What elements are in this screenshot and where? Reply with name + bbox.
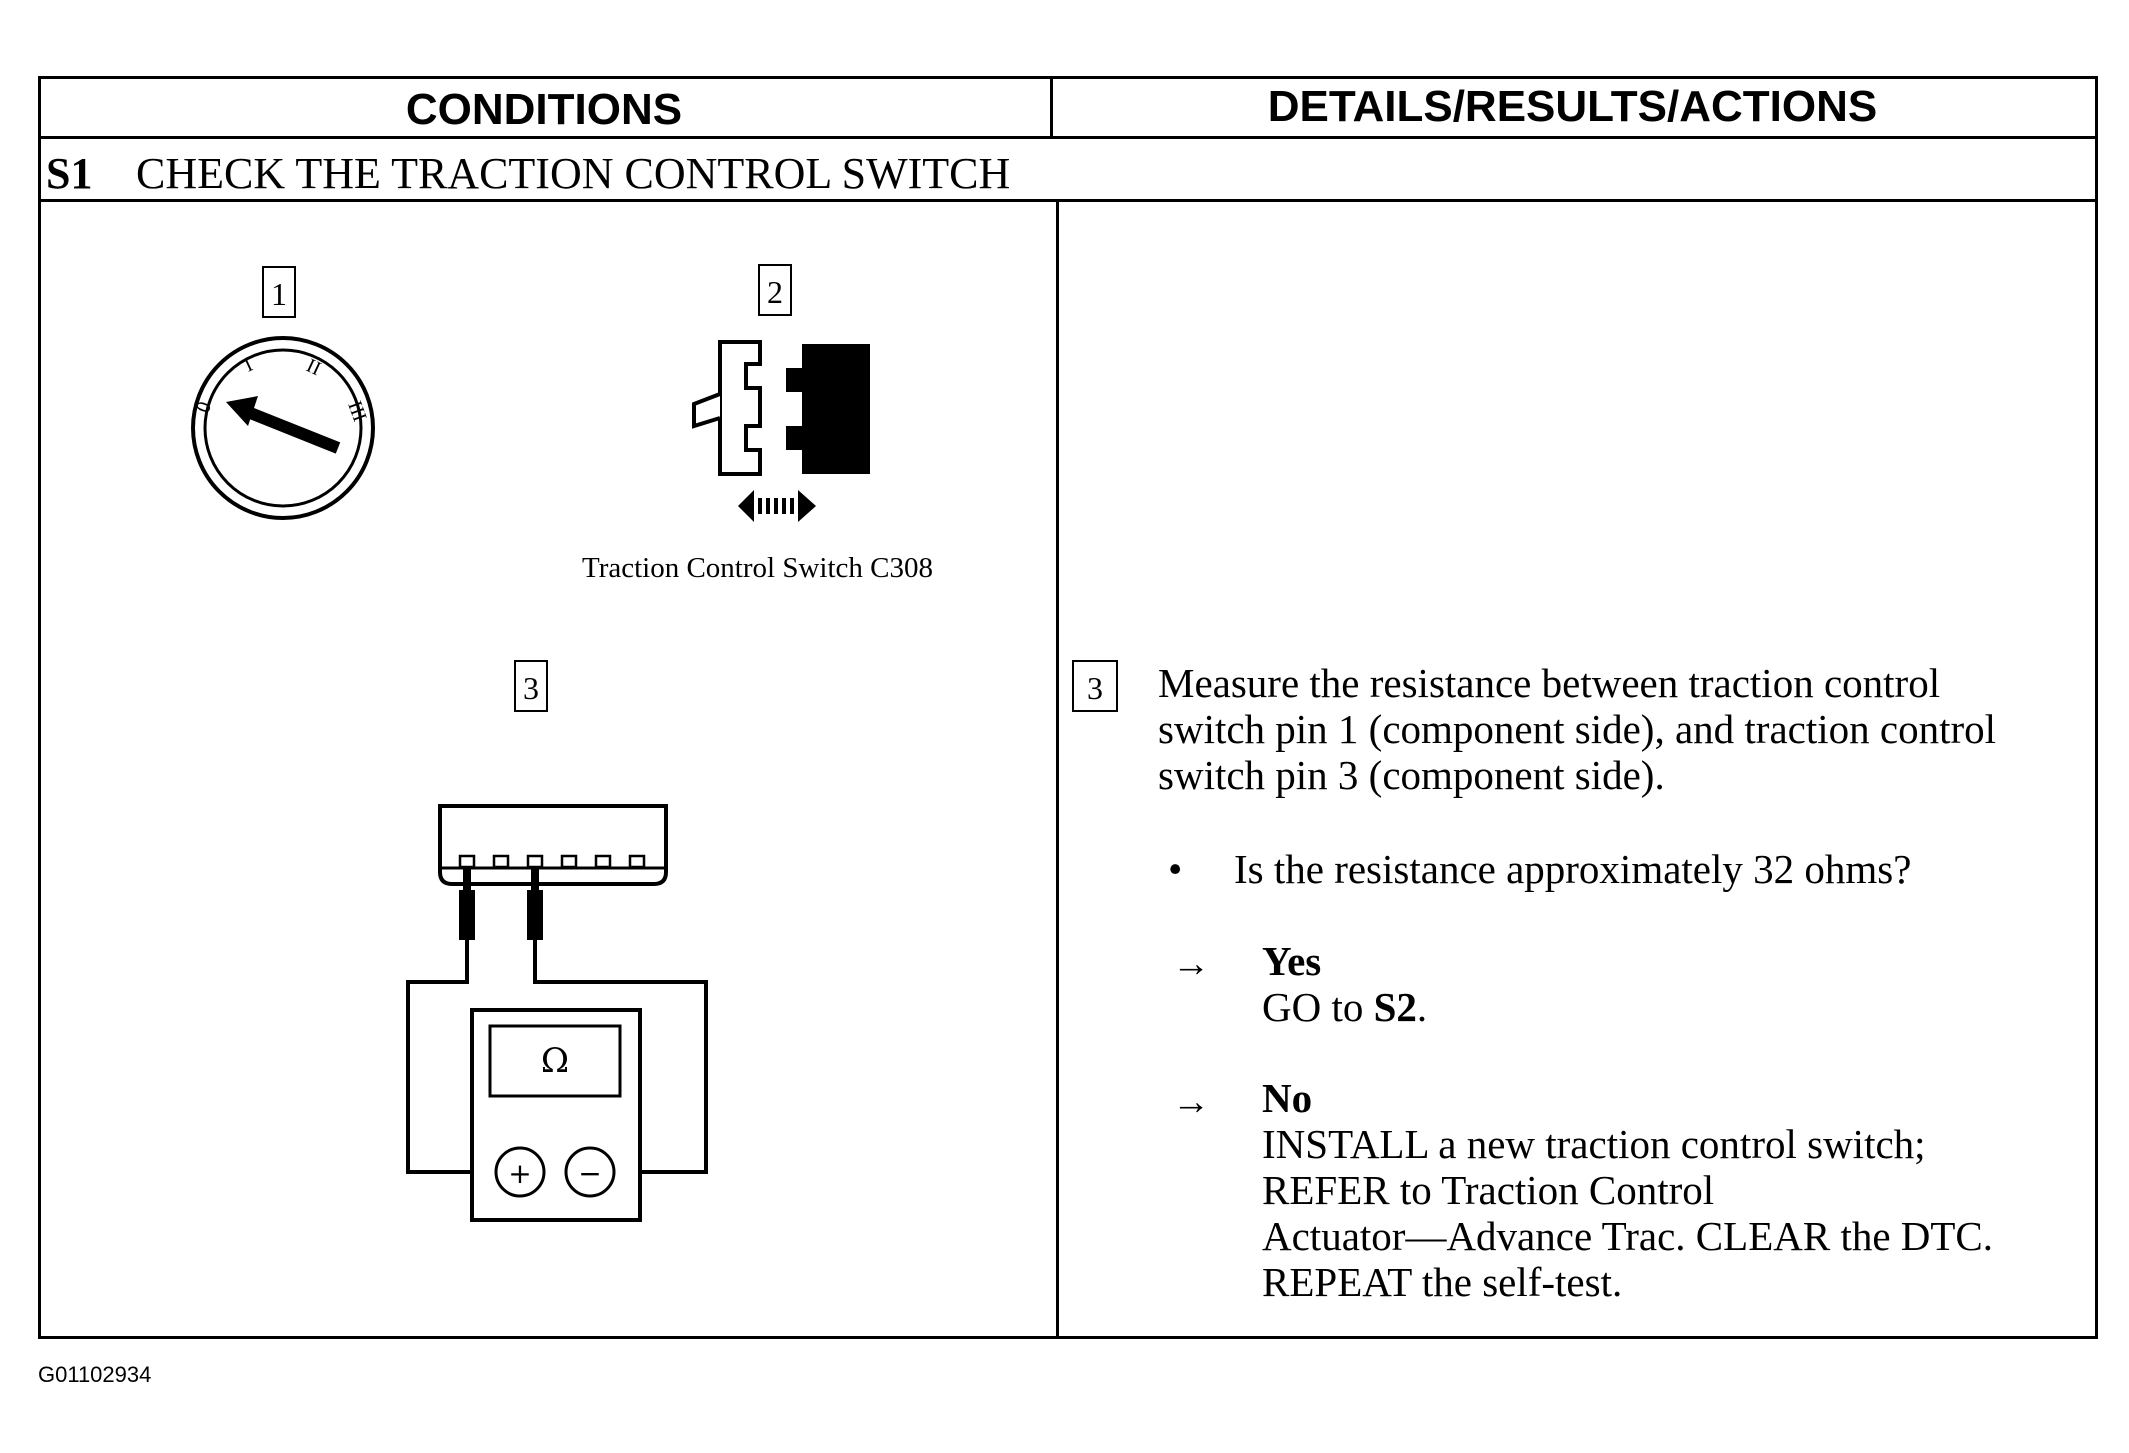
figure-1-number: 1 — [262, 266, 296, 318]
yes-arrow-icon: → — [1172, 943, 1210, 985]
header-bottom-line — [38, 136, 2098, 139]
measure-line-1: Measure the resistance between traction … — [1158, 660, 1941, 706]
traction-switch-connector-icon — [692, 340, 870, 522]
step-row: S1 CHECK THE TRACTION CONTROL SWITCH — [46, 144, 1010, 204]
yes-action-suffix: . — [1416, 984, 1428, 1030]
measure-line-3: switch pin 3 (component side). — [1158, 752, 1665, 798]
step-id: S1 — [46, 149, 93, 198]
no-line-2: REFER to Traction Control — [1262, 1167, 1715, 1213]
conditions-header: CONDITIONS — [405, 85, 683, 134]
bullet-mark: • — [1168, 846, 1183, 892]
procedure-table — [38, 76, 2098, 1339]
ohmmeter-connector-diagram: Ω + − — [406, 804, 708, 1222]
no-arrow-icon: → — [1172, 1081, 1210, 1123]
yes-action-target: S2 — [1373, 984, 1417, 1030]
figure-code: G01102934 — [38, 1362, 152, 1387]
no-line-3: Actuator—Advance Trac. CLEAR the DTC. — [1262, 1213, 1994, 1259]
ignition-switch-icon: 0 I II III — [191, 336, 375, 520]
fig2-caption: Traction Control Switch C308 — [582, 552, 933, 584]
no-block: No INSTALL a new traction control switch… — [1262, 1075, 2082, 1305]
yes-action: GO to S2. — [1262, 984, 1427, 1030]
no-line-4: REPEAT the self-test. — [1262, 1259, 1623, 1305]
yes-block: Yes GO to S2. — [1262, 938, 1427, 1030]
meter-plus-terminal: + — [508, 1157, 531, 1190]
question-text: Is the resistance approximately 32 ohms? — [1234, 846, 1912, 892]
step-title: CHECK THE TRACTION CONTROL SWITCH — [136, 149, 1011, 198]
body-divider — [1056, 199, 1059, 1339]
step-row-bottom-line — [38, 199, 2098, 202]
figure-2-number: 2 — [758, 264, 792, 316]
figure-3-number: 3 — [514, 660, 548, 712]
yes-action-prefix: GO to — [1262, 984, 1374, 1030]
details-step-number: 3 — [1072, 660, 1118, 712]
question-row: • Is the resistance approximately 32 ohms… — [1168, 845, 1911, 893]
ignition-position-2: II — [303, 355, 324, 381]
details-header: DETAILS/RESULTS/ACTIONS — [1267, 82, 1878, 131]
measure-line-2: switch pin 1 (component side), and tract… — [1158, 706, 1997, 752]
meter-minus-terminal: − — [578, 1157, 601, 1190]
meter-ohm-symbol: Ω — [541, 1041, 569, 1081]
no-label: No — [1262, 1075, 1313, 1121]
no-line-1: INSTALL a new traction control switch; — [1262, 1121, 1926, 1167]
yes-label: Yes — [1262, 938, 1322, 984]
ignition-position-3: III — [343, 398, 371, 424]
measure-instruction: Measure the resistance between traction … — [1158, 660, 2078, 798]
header-divider — [1050, 76, 1053, 138]
